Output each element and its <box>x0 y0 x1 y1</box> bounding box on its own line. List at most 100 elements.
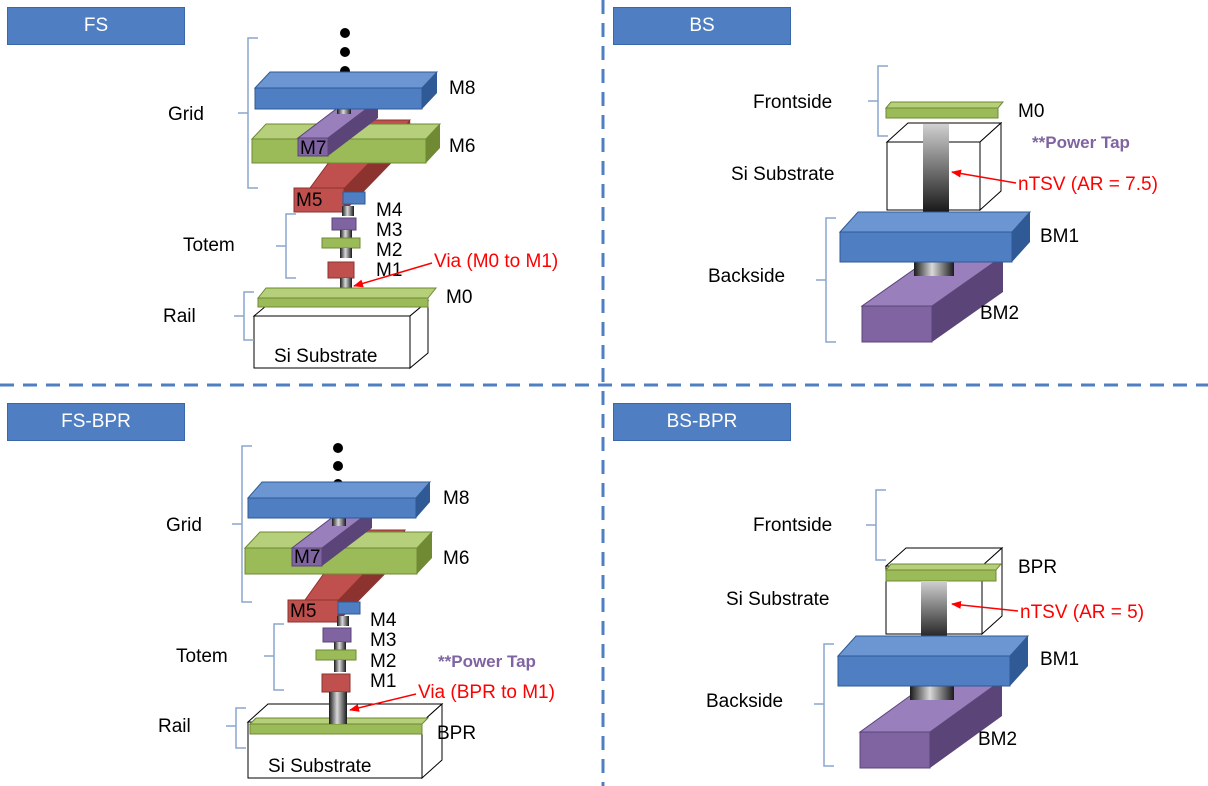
bm2-layer-side <box>932 256 1003 342</box>
label-power-tap: **Power Tap <box>438 652 536 671</box>
label-m5: M5 <box>296 190 322 211</box>
si-substrate-side <box>421 702 443 780</box>
label-power-tap: **Power Tap <box>1032 133 1130 152</box>
panel-title-fs-bpr: FS-BPR <box>7 403 185 441</box>
ellipsis-dot <box>340 28 350 38</box>
label-m2: M2 <box>376 240 402 261</box>
ntsv-arrow <box>951 169 1017 184</box>
via-m3-m2 <box>334 642 346 650</box>
label-m8: M8 <box>443 488 469 509</box>
bm1-layer-top <box>836 635 1030 657</box>
label-m7: M7 <box>294 547 320 568</box>
label-bm2: BM2 <box>980 303 1019 324</box>
label-bpr: BPR <box>437 723 476 744</box>
bm1-layer <box>837 655 1011 687</box>
bm1-layer-side <box>1010 636 1028 686</box>
panel-title-fs: FS <box>7 7 185 45</box>
label-ntsv: nTSV (AR = 5) <box>1020 602 1144 623</box>
label-totem: Totem <box>183 235 235 256</box>
bpr-layer <box>885 569 997 582</box>
totem-bracket <box>264 623 284 691</box>
ntsv-arrow <box>951 600 1019 612</box>
ellipsis-dot <box>340 47 350 57</box>
bm2-layer <box>861 305 933 343</box>
m0-rail-top <box>256 287 438 299</box>
label-m3: M3 <box>376 220 402 241</box>
m1-layer <box>321 673 351 693</box>
via-arrow <box>349 693 417 712</box>
bpr-rail <box>249 723 423 735</box>
rail-bracket <box>226 707 246 749</box>
label-bm2: BM2 <box>978 729 1017 750</box>
label-si-substrate: Si Substrate <box>726 589 830 610</box>
label-m3: M3 <box>370 630 396 651</box>
rail-bracket <box>234 291 254 341</box>
bm1-layer <box>839 231 1013 263</box>
label-ntsv: nTSV (AR = 7.5) <box>1018 174 1158 195</box>
label-si-substrate: Si Substrate <box>268 756 372 777</box>
backside-bracket <box>814 643 834 767</box>
panel-title-bs: BS <box>613 7 791 45</box>
label-grid: Grid <box>168 104 204 125</box>
m8-layer-side <box>416 482 430 518</box>
m2-layer <box>315 649 357 661</box>
si-substrate-side <box>979 121 1002 212</box>
label-totem: Totem <box>176 646 228 667</box>
label-bm1: BM1 <box>1040 649 1079 670</box>
m6-layer-side <box>417 532 432 574</box>
ellipsis-dot <box>333 443 343 453</box>
m4-layer <box>337 601 361 615</box>
bs-panel: M0 **Power Tap nTSV (AR = 7.5) BM1 BM2 S… <box>708 65 1158 343</box>
m6-layer-side <box>426 124 440 163</box>
label-bm1: BM1 <box>1040 226 1079 247</box>
via-m0-m1 <box>340 278 352 290</box>
via-bpr-m1 <box>329 692 347 724</box>
via-m3-m2 <box>340 230 352 238</box>
label-m6: M6 <box>443 548 469 569</box>
label-si-substrate: Si Substrate <box>731 164 835 185</box>
m2-layer <box>321 237 361 249</box>
via-m4-m3 <box>342 206 354 216</box>
via-m2-m1 <box>340 248 352 258</box>
via-m4-m3 <box>337 616 349 626</box>
label-backside: Backside <box>708 266 785 287</box>
label-bpr: BPR <box>1018 557 1057 578</box>
label-frontside: Frontside <box>753 92 832 113</box>
label-m0: M0 <box>1018 101 1044 122</box>
label-grid: Grid <box>166 515 202 536</box>
fs-panel: M8 M6 M7 M5 M4 M3 M2 M1 M0 Si Substrate … <box>163 28 558 370</box>
via-bm1-bm2 <box>910 686 954 700</box>
bm2-layer <box>859 731 931 769</box>
m8-layer-top <box>246 481 432 499</box>
m8-layer <box>247 497 417 519</box>
m8-layer-top <box>253 71 439 89</box>
via-bm1-bm2 <box>914 262 954 276</box>
label-m5: M5 <box>290 601 316 622</box>
m3-layer <box>331 217 357 231</box>
label-m4: M4 <box>370 610 397 631</box>
bm1-layer-side <box>1012 212 1030 262</box>
m0-layer-top <box>884 101 1005 109</box>
m8-layer <box>254 87 423 110</box>
label-m6: M6 <box>449 136 475 157</box>
label-rail: Rail <box>158 716 191 737</box>
bpr-layer-top <box>884 563 1003 571</box>
label-si-substrate: Si Substrate <box>274 346 378 367</box>
ntsv-via <box>923 124 949 224</box>
grid-bracket <box>238 37 258 189</box>
label-frontside: Frontside <box>753 515 832 536</box>
label-via: Via (BPR to M1) <box>418 682 555 703</box>
label-rail: Rail <box>163 306 196 327</box>
label-m1: M1 <box>370 671 396 692</box>
label-m2: M2 <box>370 651 396 672</box>
m0-rail <box>257 297 429 308</box>
frontside-bracket <box>866 489 886 561</box>
m0-layer <box>885 107 999 119</box>
via-m2-m1 <box>334 660 346 672</box>
label-m8: M8 <box>449 78 475 99</box>
m7-layer-side <box>328 100 378 156</box>
totem-bracket <box>276 213 296 279</box>
bm2-layer-side <box>930 680 1002 768</box>
fs-bpr-panel: M8 M6 M7 M5 M4 M3 M2 M1 **Power Tap Via … <box>158 443 555 780</box>
